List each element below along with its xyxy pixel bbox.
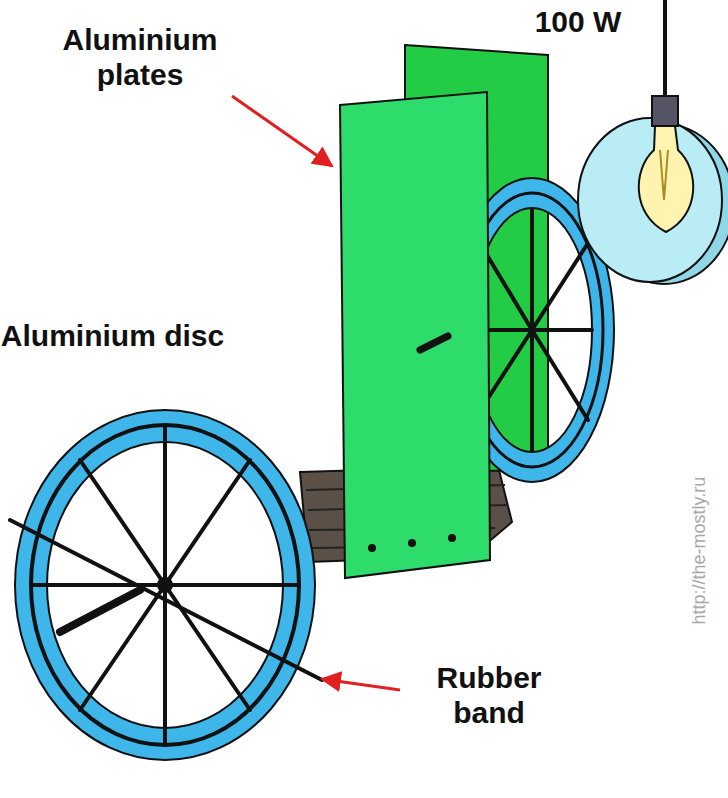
loose-disc [10,410,322,760]
axle [420,336,448,350]
watermark: http://the-mostly.ru [689,411,710,691]
front-plate [340,92,490,578]
leader-arrow [322,679,400,690]
part-label: Aluminium disc [0,318,225,353]
power-label: 100 W [508,4,648,39]
part-label: Rubber band [404,660,574,731]
lamp [578,0,728,284]
part-label: Aluminium plates [40,22,240,93]
rivets [368,534,456,552]
leader-arrow [232,96,332,166]
